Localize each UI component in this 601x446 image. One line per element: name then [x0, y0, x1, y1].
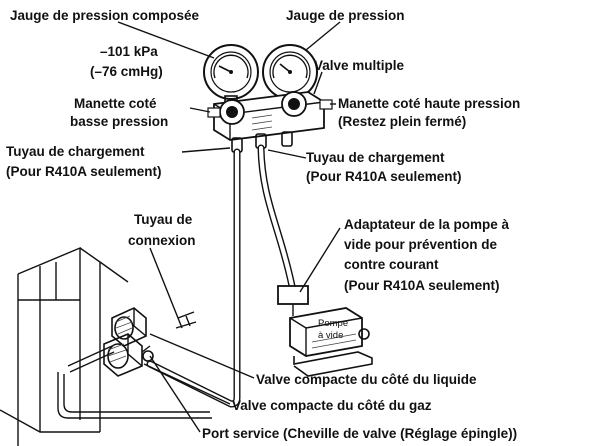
label-high-handle-line1: Manette coté haute pression [338, 96, 520, 111]
label-connection-pipe-line1: Tuyau de [134, 212, 193, 227]
outdoor-unit [0, 246, 129, 446]
label-charge-hose-right-line2: (Pour R410A seulement) [306, 169, 462, 184]
pressure-gauge [262, 44, 318, 107]
charging-hose-right [257, 144, 296, 290]
label-charge-hose-right-line1: Tuyau de chargement [306, 150, 445, 165]
label-vacuum-cmhg: (–76 cmHg) [90, 64, 163, 79]
label-service-port: Port service (Cheville de valve (Réglage… [202, 426, 517, 441]
vacuum-pump: Pompe à vide [289, 307, 373, 377]
label-adapter-line4: (Pour R410A seulement) [344, 278, 500, 293]
label-liquid-valve: Valve compacte du côté du liquide [256, 372, 477, 387]
label-pressure-gauge: Jauge de pression [286, 8, 405, 23]
label-charge-hose-left-line1: Tuyau de chargement [6, 144, 145, 159]
gas-side-compact-valve [103, 333, 154, 377]
connection-pipes [57, 311, 212, 419]
high-pressure-handle [281, 91, 333, 117]
label-connection-pipe-line2: connexion [128, 233, 196, 248]
label-charge-hose-left-line2: (Pour R410A seulement) [6, 164, 162, 179]
vacuum-pump-label-line2: à vide [318, 330, 343, 341]
vacuum-pump-label-line1: Pompe [318, 318, 348, 329]
label-low-handle-line2: basse pression [70, 114, 168, 129]
vacuum-pump-adapter [277, 285, 309, 316]
charging-hose-left [146, 148, 241, 408]
low-pressure-handle [207, 99, 245, 125]
label-adapter-line1: Adaptateur de la pompe à [344, 217, 510, 232]
compound-gauge [203, 44, 259, 107]
label-manifold-valve: Valve multiple [314, 58, 405, 73]
label-high-handle-line2: (Restez plein fermé) [338, 114, 466, 129]
label-adapter-line3: contre courant [344, 257, 439, 272]
liquid-side-compact-valve [111, 307, 147, 347]
label-adapter-line2: vide pour prévention de [344, 237, 498, 252]
label-gas-valve: Valve compacte du côté du gaz [232, 398, 432, 413]
label-compound-gauge: Jauge de pression composée [10, 8, 200, 23]
label-vacuum-kpa: –101 kPa [100, 44, 158, 59]
label-low-handle-line1: Manette coté [74, 96, 157, 111]
leader-lines [117, 21, 341, 433]
